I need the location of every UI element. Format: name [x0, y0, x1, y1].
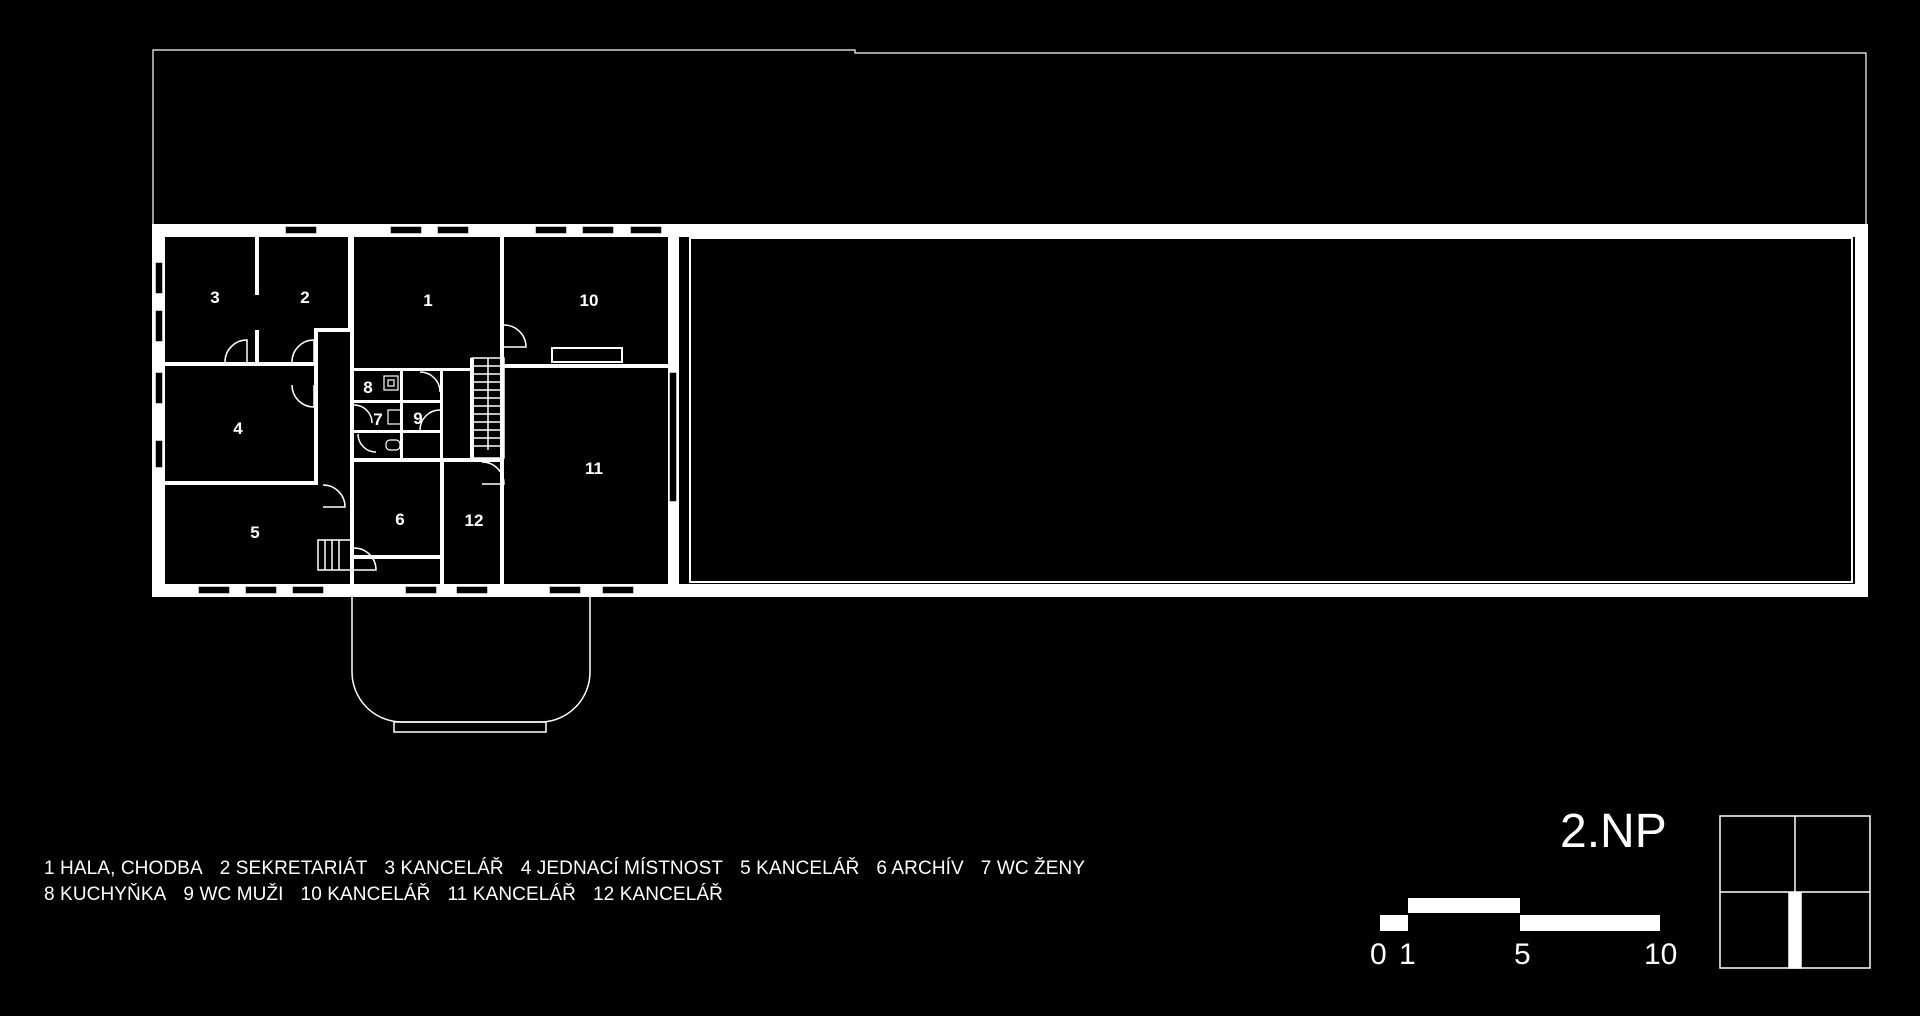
small-stair — [317, 539, 353, 571]
scale-label-1: 1 — [1399, 938, 1416, 971]
floor-title: 2.NP — [1560, 805, 1667, 858]
legend-item: 11 KANCELÁŘ — [447, 884, 577, 905]
room-label-12: 12 — [465, 511, 484, 530]
legend-item: 4 JEDNACÍ MÍSTNOST — [520, 858, 724, 879]
roof-outline — [152, 49, 1867, 225]
interior-walls — [165, 237, 668, 597]
room-label-4: 4 — [233, 419, 243, 438]
legend-item: 1 HALA, CHODBA — [44, 858, 203, 879]
scale-label-5: 5 — [1514, 938, 1531, 971]
room-label-10: 10 — [580, 291, 599, 310]
balcony — [351, 597, 591, 733]
large-hall — [689, 237, 1853, 583]
room-legend: 1 HALA, CHODBA 2 SEKRETARIÁT 3 KANCELÁŘ 4 J… — [44, 856, 1102, 908]
stair — [471, 357, 505, 459]
scale-label-0: 0 — [1370, 938, 1387, 971]
legend-item: 3 KANCELÁŘ — [384, 858, 504, 879]
legend-item: 12 KANCELÁŘ — [593, 884, 723, 905]
legend-item: 7 WC ŽENY — [980, 858, 1086, 879]
room-label-1: 1 — [423, 291, 432, 310]
room-label-8: 8 — [363, 378, 372, 397]
legend-item: 5 KANCELÁŘ — [740, 858, 860, 879]
legend-line-2: 8 KUCHYŇKA 9 WC MUŽI 10 KANCELÁŘ 11 KANCELÁ… — [44, 882, 1102, 908]
room-label-2: 2 — [300, 288, 309, 307]
counter — [551, 347, 623, 363]
sanitary-fixtures — [383, 375, 403, 451]
scale-bar — [1380, 898, 1660, 931]
scale-label-10: 10 — [1644, 938, 1678, 971]
door-swings — [224, 324, 527, 571]
legend-item: 6 ARCHÍV — [876, 858, 964, 879]
room-label-11: 11 — [585, 459, 603, 478]
legend-item: 9 WC MUŽI — [183, 884, 284, 905]
room-label-7: 7 — [373, 410, 382, 429]
legend-item: 10 KANCELÁŘ — [300, 884, 431, 905]
legend-line-1: 1 HALA, CHODBA 2 SEKRETARIÁT 3 KANCELÁŘ 4 J… — [44, 856, 1102, 882]
windows — [154, 225, 678, 595]
legend-item: 2 SEKRETARIÁT — [219, 858, 368, 879]
room-label-9: 9 — [413, 409, 422, 428]
legend-item: 8 KUCHYŇKA — [44, 884, 167, 905]
key-plan — [1719, 815, 1871, 969]
room-label-5: 5 — [250, 523, 259, 542]
room-label-6: 6 — [395, 510, 404, 529]
room-label-3: 3 — [210, 288, 219, 307]
